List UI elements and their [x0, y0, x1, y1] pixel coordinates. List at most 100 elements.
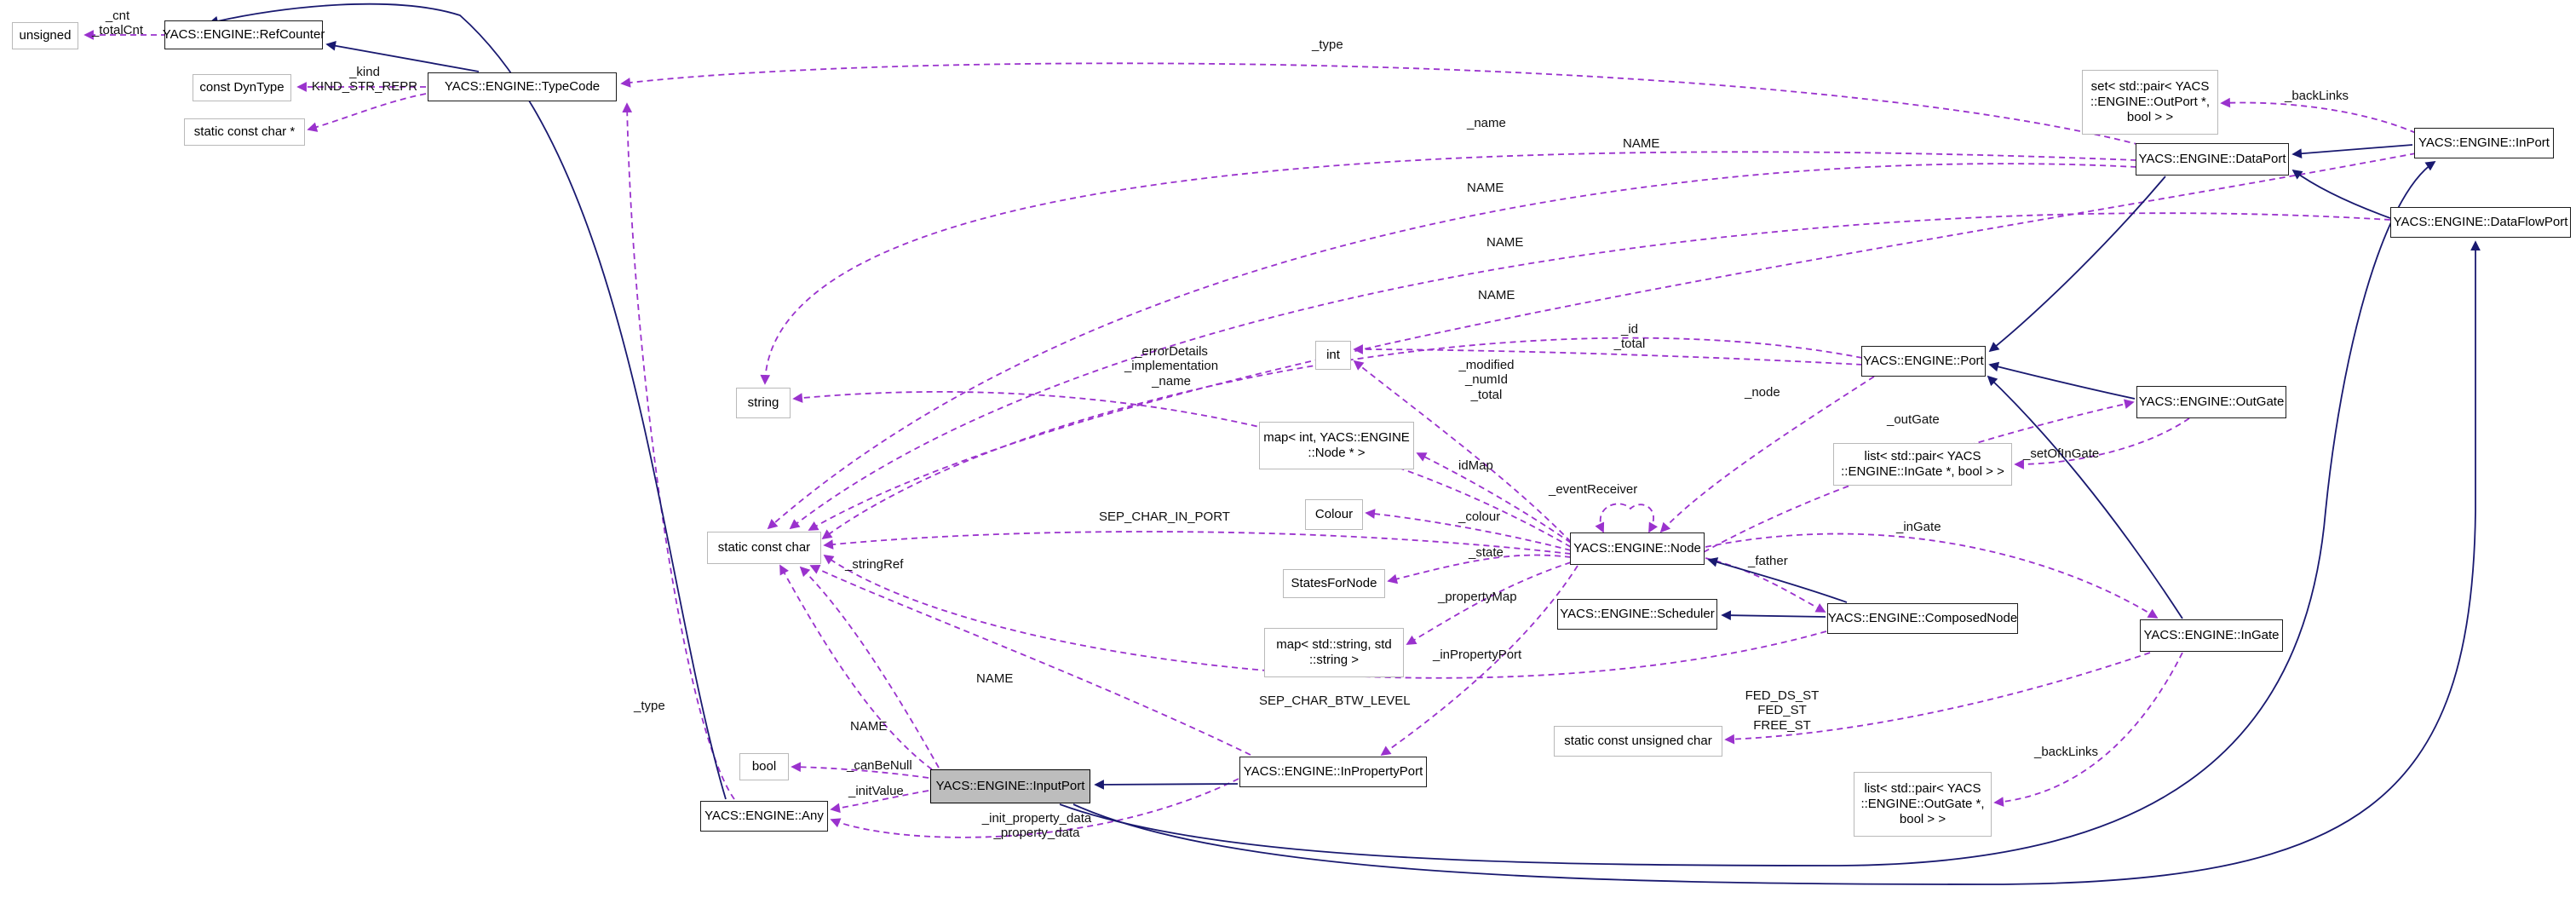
edge-label-type-bottom: _type — [634, 699, 665, 713]
type-box-statesfornode: StatesForNode — [1283, 569, 1385, 598]
edge-label-father: _father — [1748, 554, 1788, 568]
edge-ingate-port — [1987, 375, 2183, 619]
edge-label-eventreceiver: _eventReceiver — [1549, 482, 1638, 497]
edge-composednode-scheduler — [1721, 610, 1826, 621]
edge-port-scc-NAME — [821, 337, 1863, 540]
type-box-map-int-node: map< int, YACS::ENGINE ::Node * > — [1259, 422, 1414, 469]
edge-ingate-staticconstunsignedchar — [1724, 652, 2151, 745]
edge-label-id-total: _id _total — [1613, 322, 1646, 352]
class-box-node[interactable]: YACS::ENGINE::Node — [1570, 532, 1705, 565]
type-box-list-ingate-bool: list< std::pair< YACS ::ENGINE::InGate *… — [1833, 443, 2012, 486]
class-box-refcounter[interactable]: YACS::ENGINE::RefCounter — [163, 20, 325, 49]
edge-label-canbenull: _canBeNull — [847, 758, 912, 773]
edge-node-self-eventreceiver — [1595, 503, 1659, 533]
edge-label-node: _node — [1745, 385, 1780, 400]
type-box-unsigned: unsigned — [12, 22, 78, 49]
edge-label-NAME-dataflowport: NAME — [1467, 181, 1504, 195]
class-box-any[interactable]: YACS::ENGINE::Any — [700, 801, 828, 832]
edge-label-type-top: _type — [1312, 37, 1343, 52]
edge-any-typecode-type — [622, 102, 735, 800]
edge-label-backlinks-top: _backLinks — [2285, 89, 2349, 103]
type-box-map-string-string: map< std::string, std ::string > — [1264, 628, 1404, 677]
edge-label-fed-states: FED_DS_ST FED_ST FREE_ST — [1745, 688, 1820, 733]
class-box-typecode[interactable]: YACS::ENGINE::TypeCode — [428, 72, 617, 101]
edge-inputport-inport — [1059, 161, 2436, 866]
edge-node-statesfornode — [1387, 554, 1572, 584]
edge-node-ingate — [1705, 532, 2159, 619]
edge-node-composednode-father — [1705, 557, 1826, 613]
edge-label-kind-repr: _kind KIND_STR_REPR — [311, 65, 418, 95]
edge-inport-dataport — [2291, 144, 2413, 159]
edge-label-NAME-dataport: NAME — [1623, 136, 1660, 151]
edge-label-modified-numid-total: _modified _numId _total — [1458, 358, 1515, 402]
edge-label-initpropertydata: _init_property_data _property_data — [981, 811, 1092, 841]
edge-label-NAME-inpropertyport: NAME — [976, 671, 1014, 686]
edge-node-mapstringstring — [1406, 561, 1572, 645]
edge-label-cnt-totalcnt: _cnt _totalCnt — [91, 9, 144, 38]
edge-label-outgate: _outGate — [1887, 412, 1940, 427]
type-box-bool: bool — [739, 753, 789, 780]
edge-label-backlinks-bottom: _backLinks — [2034, 745, 2099, 759]
type-box-int: int — [1315, 341, 1351, 370]
class-box-outgate[interactable]: YACS::ENGINE::OutGate — [2136, 386, 2286, 418]
type-box-list-outgate-bool: list< std::pair< YACS ::ENGINE::OutGate … — [1854, 772, 1992, 837]
edge-inpropertyport-any-propertydata — [830, 778, 1239, 838]
edge-dataflowport-dataport — [2291, 169, 2391, 219]
edge-inport-setoutport — [2220, 97, 2417, 134]
type-box-const-dyntype: const DynType — [193, 74, 291, 101]
edge-node-int — [1353, 360, 1572, 543]
edge-node-string — [792, 390, 1572, 548]
edge-label-state: _state — [1469, 545, 1504, 560]
type-box-colour: Colour — [1305, 499, 1363, 530]
class-box-ingate[interactable]: YACS::ENGINE::InGate — [2140, 619, 2283, 652]
edge-label-name: _name — [1467, 116, 1506, 130]
edge-dataflowport-scc-NAME — [789, 212, 2391, 530]
class-box-dataflowport[interactable]: YACS::ENGINE::DataFlowPort — [2390, 207, 2571, 238]
edge-inputport-bool — [791, 762, 929, 779]
edge-label-NAME-inputport: NAME — [850, 719, 888, 734]
edge-inpropertyport-scc-NAME — [809, 565, 1251, 756]
edge-outgate-listingate — [2014, 417, 2190, 469]
edge-dataport-string-name — [760, 151, 2137, 385]
edge-outgate-port — [1988, 361, 2136, 400]
edge-dataport-scc-NAME — [767, 163, 2137, 530]
edge-label-propertymap: _propertyMap — [1438, 590, 1517, 604]
edge-label-initvalue: _initValue — [848, 784, 904, 798]
edge-inputport-scc-NAME — [779, 564, 933, 770]
edge-ingate-listoutgate-backlinks — [1993, 652, 2183, 807]
type-box-set-outport-bool: set< std::pair< YACS ::ENGINE::OutPort *… — [2082, 70, 2218, 135]
edge-label-ingate: _inGate — [1896, 520, 1941, 534]
class-box-port[interactable]: YACS::ENGINE::Port — [1861, 346, 1986, 377]
class-box-inpropertyport[interactable]: YACS::ENGINE::InPropertyPort — [1239, 757, 1427, 787]
edge-label-NAME-port: NAME — [1478, 288, 1515, 302]
edge-label-stringref: _stringRef — [845, 557, 904, 572]
edge-label-idmap: idMap — [1458, 458, 1493, 473]
class-box-dataport[interactable]: YACS::ENGINE::DataPort — [2136, 143, 2289, 176]
edge-inpropertyport-inputport — [1094, 780, 1239, 790]
edge-node-mapintnode — [1416, 452, 1572, 544]
type-box-static-const-char-ptr: static const char * — [184, 118, 305, 146]
edge-port-node — [1659, 376, 1875, 533]
edge-label-sepcharinport: SEP_CHAR_IN_PORT — [1099, 509, 1230, 524]
edge-typecode-staticconstcharptr — [307, 93, 427, 132]
edge-label-inpropertyport: _inPropertyPort — [1433, 648, 1522, 662]
edge-node-inpropertyport — [1380, 565, 1578, 757]
edge-typecode-refcounter — [325, 41, 480, 72]
edge-inport-scc-NAME — [808, 153, 2417, 531]
edge-dataport-port — [1988, 176, 2166, 353]
type-box-static-const-char: static const char — [707, 532, 821, 564]
edge-node-colour — [1365, 509, 1572, 551]
edge-label-NAME-inport: NAME — [1486, 235, 1524, 250]
edge-composednode-scc-sepcharbtwlevel — [823, 554, 1827, 679]
edge-inputport-any-initvalue — [830, 790, 929, 814]
edge-label-setofingate: _setOfInGate — [2023, 446, 2100, 461]
edge-inputport-dataflowport — [1072, 240, 2481, 885]
class-box-composednode[interactable]: YACS::ENGINE::ComposedNode — [1827, 603, 2018, 634]
edge-port-int — [1353, 344, 1863, 366]
edge-any-refcounter — [208, 3, 727, 800]
class-box-inport[interactable]: YACS::ENGINE::InPort — [2414, 128, 2554, 158]
class-box-scheduler[interactable]: YACS::ENGINE::Scheduler — [1557, 599, 1717, 630]
edge-node-scc-sepcharinport — [823, 531, 1572, 555]
